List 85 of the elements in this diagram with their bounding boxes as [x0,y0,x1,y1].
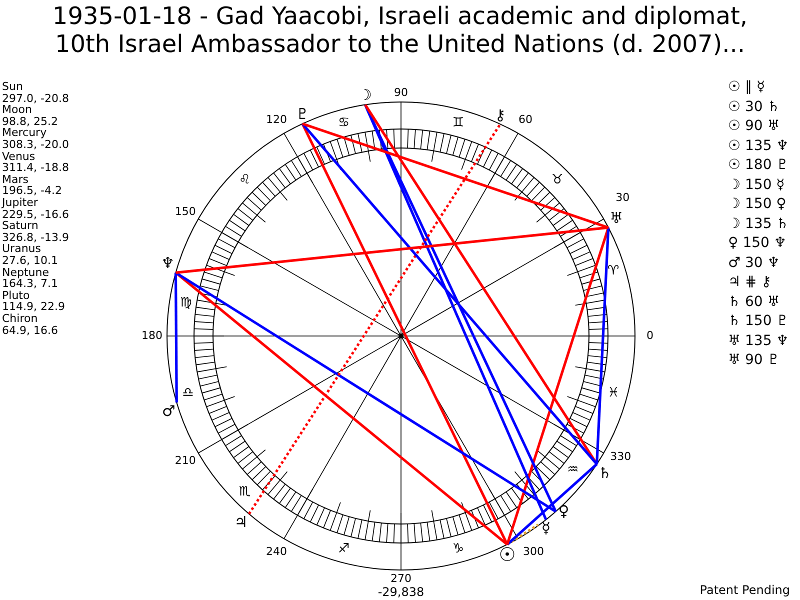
degree-label: 210 [174,454,196,466]
position-value: 308.3, -20.0 [2,139,69,151]
degree-label: 240 [266,546,287,558]
planet-name: Jupiter [2,197,38,209]
zodiac-sign: ♈ [607,264,620,278]
planet-symbol: ☿ [538,520,554,538]
planet-symbol: ♄ [596,464,613,482]
aspect-entry: ♀ 150 ♆ [728,234,786,253]
planet-name: Mars [2,174,28,186]
position-value: 229.5, -16.6 [2,208,69,220]
value-label: -29,838 [378,585,424,599]
position-value: 196.5, -4.2 [2,185,62,197]
degree-label: 150 [174,206,196,218]
planet-name: Saturn [2,220,38,232]
degree-label: 330 [610,450,632,462]
zodiac-sign: ♊ [452,116,464,130]
position-value: 114.9, 22.9 [2,301,65,313]
zodiac-sign: ♐ [338,542,350,556]
aspect-entry: ☽ 135 ♄ [728,214,789,234]
aspect-entry: ☉ 135 ♆ [728,136,789,156]
degree-label: 270 [390,573,412,585]
aspect-line [506,227,610,545]
planet-symbol: ⚷ [492,106,508,124]
planet-name: Venus [2,150,36,162]
aspect-entry: ♅ 90 ♇ [728,351,780,370]
zodiac-sign: ♏ [238,486,251,499]
aspect-entry: ♃ ⋕ ⚷ [728,273,772,292]
aspect-line [506,524,539,546]
degree-label: 120 [266,114,287,126]
aspect-entry: ☉ 90 ♅ [728,117,780,136]
aspect-entry: ♂ 30 ♆ [728,254,780,272]
aspect-entry: ☽ 150 ☿ [728,176,785,194]
aspect-line [175,272,556,513]
aspect-line [596,228,610,464]
aspect-entry: ☽ 150 ♀ [728,195,786,214]
aspect-entry: ♄ 150 ♇ [728,312,789,331]
planet-name: Mercury [2,127,47,139]
planet-symbol: ☉ [497,544,518,566]
chart-title: 1935-01-18 - Gad Yaacobi, Israeli academic and diplomat, 10th Israel Ambassador to the United Nations (d. 2007)... [51,2,749,58]
degree-label: 60 [518,114,532,126]
planet-name: Sun [2,81,23,93]
planet-symbol: ♃ [233,514,250,532]
zodiac-sign: ♉ [551,173,564,186]
zodiac-sign: ♍ [180,296,192,310]
position-value: 164.3, 7.1 [2,278,58,290]
degree-label: 30 [616,192,630,204]
aspect-line [176,226,608,274]
aspect-line [174,272,178,402]
planet-name: Chiron [2,313,38,325]
planet-symbol: ♂ [160,402,177,420]
zodiac-sign: ♎ [182,386,194,400]
aspect-entry: ☉ 30 ♄ [728,98,780,116]
aspect-entry: ☉ ∥ ☿ [728,78,766,97]
aspect-line [506,463,598,546]
zodiac-sign: ♌ [238,173,251,186]
degree-label: 300 [523,546,544,558]
zodiac-sign: ♑ [452,542,464,556]
aspect-line [302,122,598,465]
planet-name: Moon [2,104,32,116]
position-value: 27.6, 10.1 [2,255,58,267]
position-value: 98.8, 25.2 [2,116,58,128]
position-value: 326.8, -13.9 [2,232,69,244]
degree-label: 180 [142,330,162,342]
zodiac-sign: ♋ [338,116,350,130]
planet-symbol: ☽ [357,86,374,105]
footer-note: Patent Pending [700,583,790,597]
position-value: 64.9, 16.6 [2,324,58,336]
aspect-entry: ♅ 135 ♆ [728,332,789,350]
planet-name: Neptune [2,266,50,278]
aspect-line [302,122,609,229]
degree-label: 90 [394,87,408,99]
aspect-line [301,123,508,546]
position-value: 297.0, -20.8 [2,92,69,104]
zodiac-sign: ♒ [566,464,579,477]
planet-symbol: ♅ [608,210,624,228]
planet-name: Pluto [2,290,30,302]
planet-name: Uranus [2,243,41,255]
zodiac-sign: ♓ [608,386,620,400]
position-value: 311.4, -18.8 [2,162,69,174]
aspect-line [248,123,502,515]
aspect-entry: ☉ 180 ♇ [728,156,789,175]
degree-label: 0 [646,330,654,342]
aspect-entry: ♄ 60 ♅ [728,292,780,312]
planet-symbol: ♇ [294,106,310,124]
planet-symbol: ♆ [160,254,176,273]
